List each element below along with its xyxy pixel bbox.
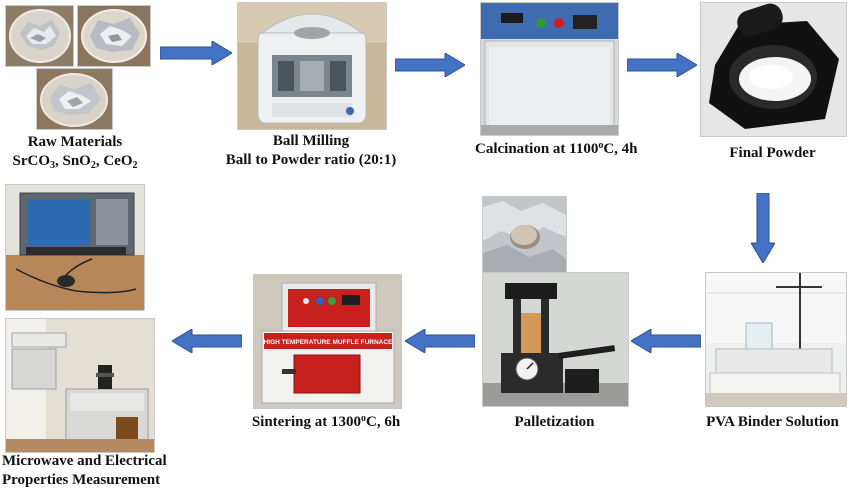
raw-materials-formula: SrCO3, SnO2, CeO2 <box>12 153 138 171</box>
pva-binder-label: PVA Binder Solution <box>706 414 839 430</box>
ball-milling-label: Ball Milling Ball to Powder ratio (20:1) <box>220 132 402 170</box>
sintering-furnace-photo: HIGH TEMPERATURE MUFFLE FURNACE <box>253 274 402 409</box>
measurement-label-line1: Microwave and Electrical <box>2 453 167 469</box>
ball-milling-subtitle: Ball to Powder ratio (20:1) <box>225 152 397 168</box>
measurement-label-line2: Properties Measurement <box>2 472 161 488</box>
raw-material-dish-photo-3 <box>36 68 113 130</box>
flow-arrow-left-1 <box>631 329 701 353</box>
flow-arrow-right-2 <box>395 53 465 77</box>
electrical-measurement-setup-photo <box>5 318 155 453</box>
flow-arrow-right-3 <box>627 53 697 77</box>
network-analyzer-photo <box>5 184 145 311</box>
furnace-sign-text: HIGH TEMPERATURE MUFFLE FURNACE <box>264 339 393 346</box>
palletization-label: Palletization <box>514 414 595 430</box>
raw-materials-title: Raw Materials <box>27 134 123 150</box>
final-powder-label: Final Powder <box>729 145 816 161</box>
ball-milling-title: Ball Milling <box>272 133 350 149</box>
hydraulic-press-photo <box>482 272 629 407</box>
raw-materials-label: Raw Materials SrCO3, SnO2, CeO2 <box>0 133 150 171</box>
final-powder-photo <box>700 2 847 137</box>
measurement-label: Microwave and Electrical Properties Meas… <box>2 452 182 490</box>
raw-material-dish-photo-1 <box>5 5 74 67</box>
calcination-label: Calcination at 1100oC, 4h <box>475 140 638 158</box>
ball-milling-machine-photo <box>237 2 387 130</box>
raw-material-dish-photo-2 <box>77 5 151 67</box>
flow-arrow-right-1 <box>160 41 232 65</box>
sintering-label: Sintering at 1300oC, 6h <box>251 413 401 431</box>
flow-arrow-left-2 <box>405 329 475 353</box>
flow-arrow-left-3 <box>172 329 242 353</box>
pva-binder-hotplate-photo <box>705 272 847 407</box>
pellet-photo <box>482 196 567 274</box>
flow-arrow-down <box>751 193 775 263</box>
calcination-furnace-photo <box>480 2 619 136</box>
